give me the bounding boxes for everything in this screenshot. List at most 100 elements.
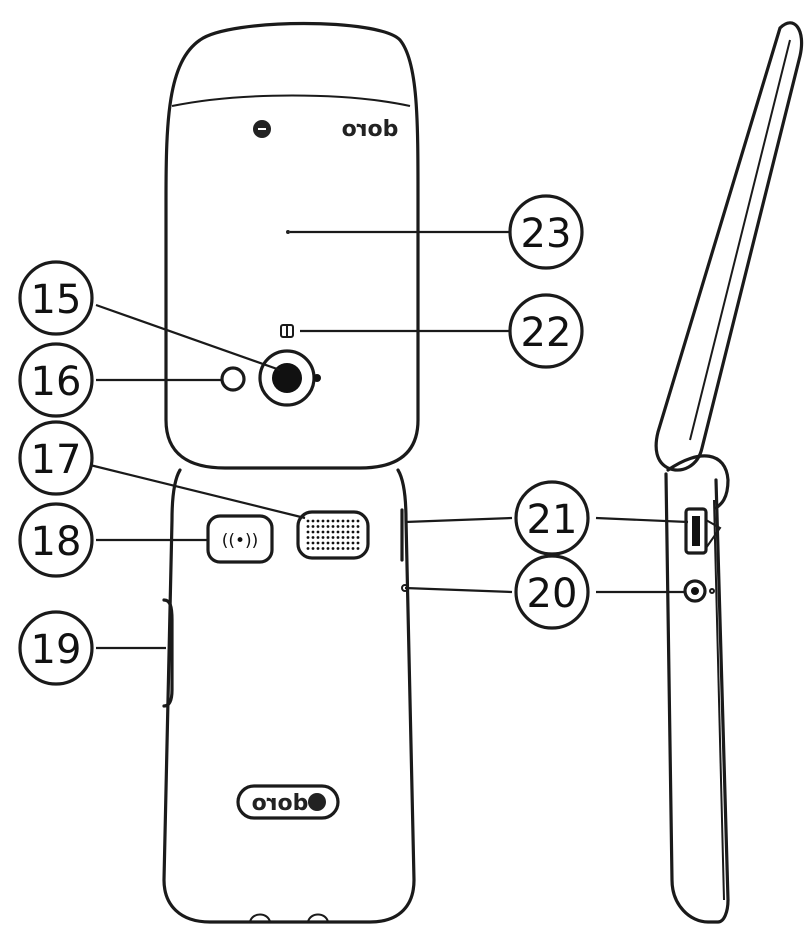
speaker-hole <box>341 525 345 528</box>
speaker-hole <box>326 519 330 523</box>
speaker-hole <box>336 519 340 523</box>
speaker-hole <box>326 525 330 528</box>
speaker-hole <box>346 525 350 528</box>
speaker-hole <box>351 519 355 523</box>
speaker-hole <box>356 525 360 528</box>
rear-cover-point <box>286 230 290 234</box>
speaker-hole <box>316 530 320 534</box>
speaker-hole <box>316 536 320 539</box>
speaker-hole <box>306 547 310 550</box>
speaker-hole <box>346 519 350 523</box>
speaker-hole <box>311 519 315 523</box>
svg-text:doro: doro <box>252 791 309 816</box>
phone-bottom-half: ((•)) doro <box>162 468 416 924</box>
usb-port-icon <box>684 507 722 555</box>
callout-18: 18 <box>18 502 94 578</box>
speaker-hole <box>351 530 355 534</box>
speaker-hole <box>351 525 355 528</box>
speaker-hole <box>331 541 335 545</box>
callout-21: 21 <box>514 480 590 556</box>
speaker-hole <box>326 547 330 550</box>
callout-22: 22 <box>508 293 584 369</box>
speaker-hole <box>311 547 315 550</box>
top-doro-logo: doro <box>253 117 398 142</box>
speaker-hole <box>326 536 330 539</box>
second-lens-icon <box>220 366 246 392</box>
speaker-hole <box>321 541 325 545</box>
speaker-hole <box>351 547 355 550</box>
speaker-hole <box>316 525 320 528</box>
speaker-hole <box>331 547 335 550</box>
speaker-hole <box>356 530 360 534</box>
speaker-hole <box>331 536 335 539</box>
speaker-hole <box>311 530 315 534</box>
speaker-hole <box>341 536 345 539</box>
speaker-hole <box>316 541 320 545</box>
speaker-hole <box>321 547 325 550</box>
callout-17: 17 <box>18 420 94 496</box>
speaker-hole <box>336 530 340 534</box>
bottom-doro-logo: doro <box>236 784 340 820</box>
speaker-hole <box>341 541 345 545</box>
speaker-hole <box>331 525 335 528</box>
svg-text:21: 21 <box>527 497 578 543</box>
speaker-hole <box>341 530 345 534</box>
speaker-hole <box>336 547 340 550</box>
speaker-hole <box>326 530 330 534</box>
speaker-hole <box>311 536 315 539</box>
speaker-hole <box>346 536 350 539</box>
speaker-hole <box>346 541 350 545</box>
flash-icon <box>280 324 294 338</box>
camera-lens-icon <box>258 349 321 407</box>
speaker-hole <box>356 541 360 545</box>
speaker-hole <box>306 530 310 534</box>
speaker-hole <box>306 525 310 528</box>
svg-text:16: 16 <box>31 359 82 405</box>
phone-side-view <box>654 21 804 924</box>
callout-16: 16 <box>18 342 94 418</box>
speaker-hole <box>326 541 330 545</box>
assistance-button-icon: ((•)) <box>206 514 274 564</box>
speaker-hole <box>336 525 340 528</box>
speaker-hole <box>316 547 320 550</box>
speaker-hole <box>306 519 310 523</box>
headset-jack-icon <box>683 579 715 603</box>
speaker-hole <box>311 541 315 545</box>
speaker-hole <box>336 536 340 539</box>
speaker-hole <box>341 519 345 523</box>
speaker-hole <box>331 530 335 534</box>
leader-lines <box>89 230 689 650</box>
speaker-hole <box>321 536 325 539</box>
speaker-hole <box>356 519 360 523</box>
svg-text:23: 23 <box>521 211 572 257</box>
callout-19: 19 <box>18 610 94 686</box>
speaker-hole <box>311 525 315 528</box>
speaker-hole <box>351 536 355 539</box>
callout-15: 15 <box>18 260 94 336</box>
callout-23: 23 <box>508 194 584 270</box>
callout-20: 20 <box>514 554 590 630</box>
svg-text:20: 20 <box>527 571 578 617</box>
side-volume-button <box>162 598 174 708</box>
speaker-hole <box>321 519 325 523</box>
svg-text:22: 22 <box>521 310 572 356</box>
speaker-hole <box>321 525 325 528</box>
speaker-hole <box>341 547 345 550</box>
speaker-hole <box>316 519 320 523</box>
svg-text:19: 19 <box>31 627 82 673</box>
speaker-hole <box>356 536 360 539</box>
phone-top-half: doro <box>164 21 420 470</box>
callout-group: 15 16 17 18 19 20 21 22 <box>18 194 590 686</box>
speaker-hole <box>346 547 350 550</box>
svg-text:doro: doro <box>342 117 399 142</box>
svg-text:15: 15 <box>31 277 82 323</box>
speaker-hole <box>351 541 355 545</box>
speaker-hole <box>306 541 310 545</box>
speaker-hole <box>356 547 360 550</box>
speaker-hole <box>306 536 310 539</box>
speaker-hole <box>336 541 340 545</box>
svg-text:18: 18 <box>31 519 82 565</box>
svg-text:17: 17 <box>31 437 82 483</box>
speaker-grille-icon <box>296 510 370 560</box>
